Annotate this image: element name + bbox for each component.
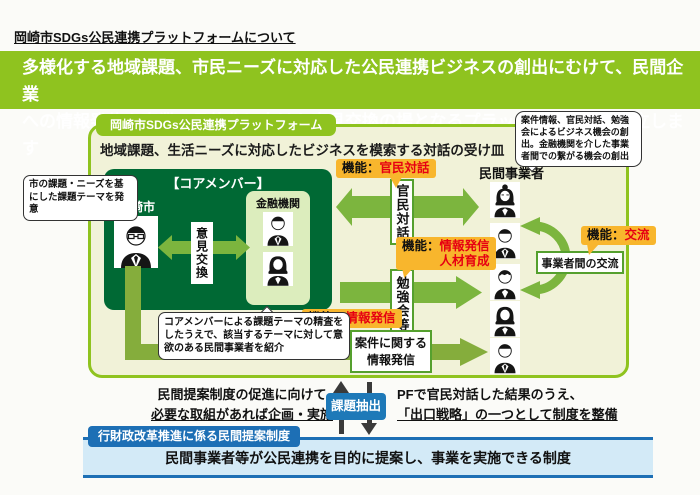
person-man-suit-glyph <box>494 344 516 374</box>
function-prefix: 機能： <box>402 239 440 253</box>
function-exchange-label: 機能：交流 <box>581 226 656 245</box>
review-callout: コアメンバーによる課題テーマの精査をしたうえで、該当するテーマに対して意欲のある… <box>158 312 350 360</box>
platform-tab: 岡崎市SDGs公民連携プラットフォーム <box>96 114 337 136</box>
core-member-title: 【コアメンバー】 <box>166 176 270 191</box>
person-woman-glyph <box>267 256 289 286</box>
bottom-right-line-2: 「出口戦略」の一つとして制度を整備 <box>397 407 618 422</box>
proposal-system-tab: 行財政改革推進に係る民間提案制度 <box>88 426 301 447</box>
function-info-hr-label: 機能：情報発信 人材育成 <box>396 237 496 270</box>
study-session-box: 勉強会等 <box>390 269 414 339</box>
finance-label: 金融機関 <box>256 198 300 210</box>
bottom-left-line-1: 民間提案制度の促進に向けて <box>157 387 327 402</box>
proposal-system-text: 民間事業者等が公民連携を目的に提案し、事業を実施できる制度 <box>165 450 571 466</box>
arrow-up-icon <box>333 381 349 393</box>
person-young-man-icon <box>490 264 520 300</box>
person-young-man-glyph <box>494 270 516 300</box>
function-info-value: 情報発信 <box>345 311 396 325</box>
function-hr-value: 人材育成 <box>439 254 490 268</box>
person-woman-glyph <box>494 306 516 337</box>
page-title: 岡崎市SDGs公民連携プラットフォームについて <box>14 30 296 45</box>
person-elderly-woman-icon <box>490 182 520 218</box>
dialogue-box: 官民対話 <box>390 179 414 245</box>
private-business-heading: 民間事業者 <box>479 166 545 181</box>
person-man-suit-glyph <box>267 216 289 246</box>
bottom-left-line-2: 必要な取組があれば企画・実施 <box>150 407 333 422</box>
case-info-box: 案件に関する 情報発信 <box>350 330 432 373</box>
benefit-callout: 案件情報、官民対話、勉強会によるビジネス機会の創出。金融機関を介した事業者間での… <box>515 111 642 167</box>
issue-extraction-box: 課題抽出 <box>326 393 386 420</box>
person-woman-icon <box>263 252 293 286</box>
function-dialogue-label: 機能：官民対話 <box>336 159 436 178</box>
person-man-suit-icon <box>490 338 520 374</box>
function-prefix: 機能： <box>342 161 380 175</box>
function-info-value: 情報発信 <box>439 239 490 253</box>
headline-banner: 多様化する地域課題、市民ニーズに対応した公民連携ビジネスの創出にむけて、民間企業… <box>0 51 700 158</box>
case-info-line-1: 案件に関する <box>354 335 427 350</box>
case-info-line-2: 情報発信 <box>366 352 415 367</box>
platform-subtitle: 地域課題、生活ニーズに対応したビジネスを模索する対話の受け皿 <box>100 143 505 158</box>
person-man-suit-icon <box>263 212 293 246</box>
person-man-suit-glyph <box>494 229 516 259</box>
person-elderly-woman-glyph <box>494 184 516 218</box>
finance-box <box>246 191 310 305</box>
bottom-right-text: PFで官民対話した結果のうえ、 「出口戦略」の一つとして制度を整備 <box>397 385 618 425</box>
proposal-system-box: 民間事業者等が公民連携を目的に提案し、事業を実施できる制度 <box>83 437 653 478</box>
business-exchange-box: 事業者間の交流 <box>536 251 624 274</box>
function-dialogue-tail <box>390 177 402 188</box>
headline-line-1: 多様化する地域課題、市民ニーズに対応した公民連携ビジネスの創出にむけて、民間企業 <box>22 58 684 104</box>
opinion-exchange-box: 意見交換 <box>191 222 213 284</box>
bottom-right-line-1: PFで官民対話した結果のうえ、 <box>397 387 583 402</box>
arrow-down-icon <box>361 423 377 435</box>
person-man-glasses-icon <box>114 216 158 268</box>
person-man-glasses-glyph <box>121 226 151 268</box>
bottom-left-text: 民間提案制度の促進に向けて 必要な取組があれば企画・実施 <box>150 385 334 425</box>
person-woman-icon <box>490 301 520 337</box>
function-exchange-value: 交流 <box>624 228 650 242</box>
city-callout: 市の課題・ニーズを基にした課題テーマを発意 <box>23 175 138 221</box>
function-prefix: 機能： <box>587 228 625 242</box>
function-dialogue-value: 官民対話 <box>379 161 430 175</box>
